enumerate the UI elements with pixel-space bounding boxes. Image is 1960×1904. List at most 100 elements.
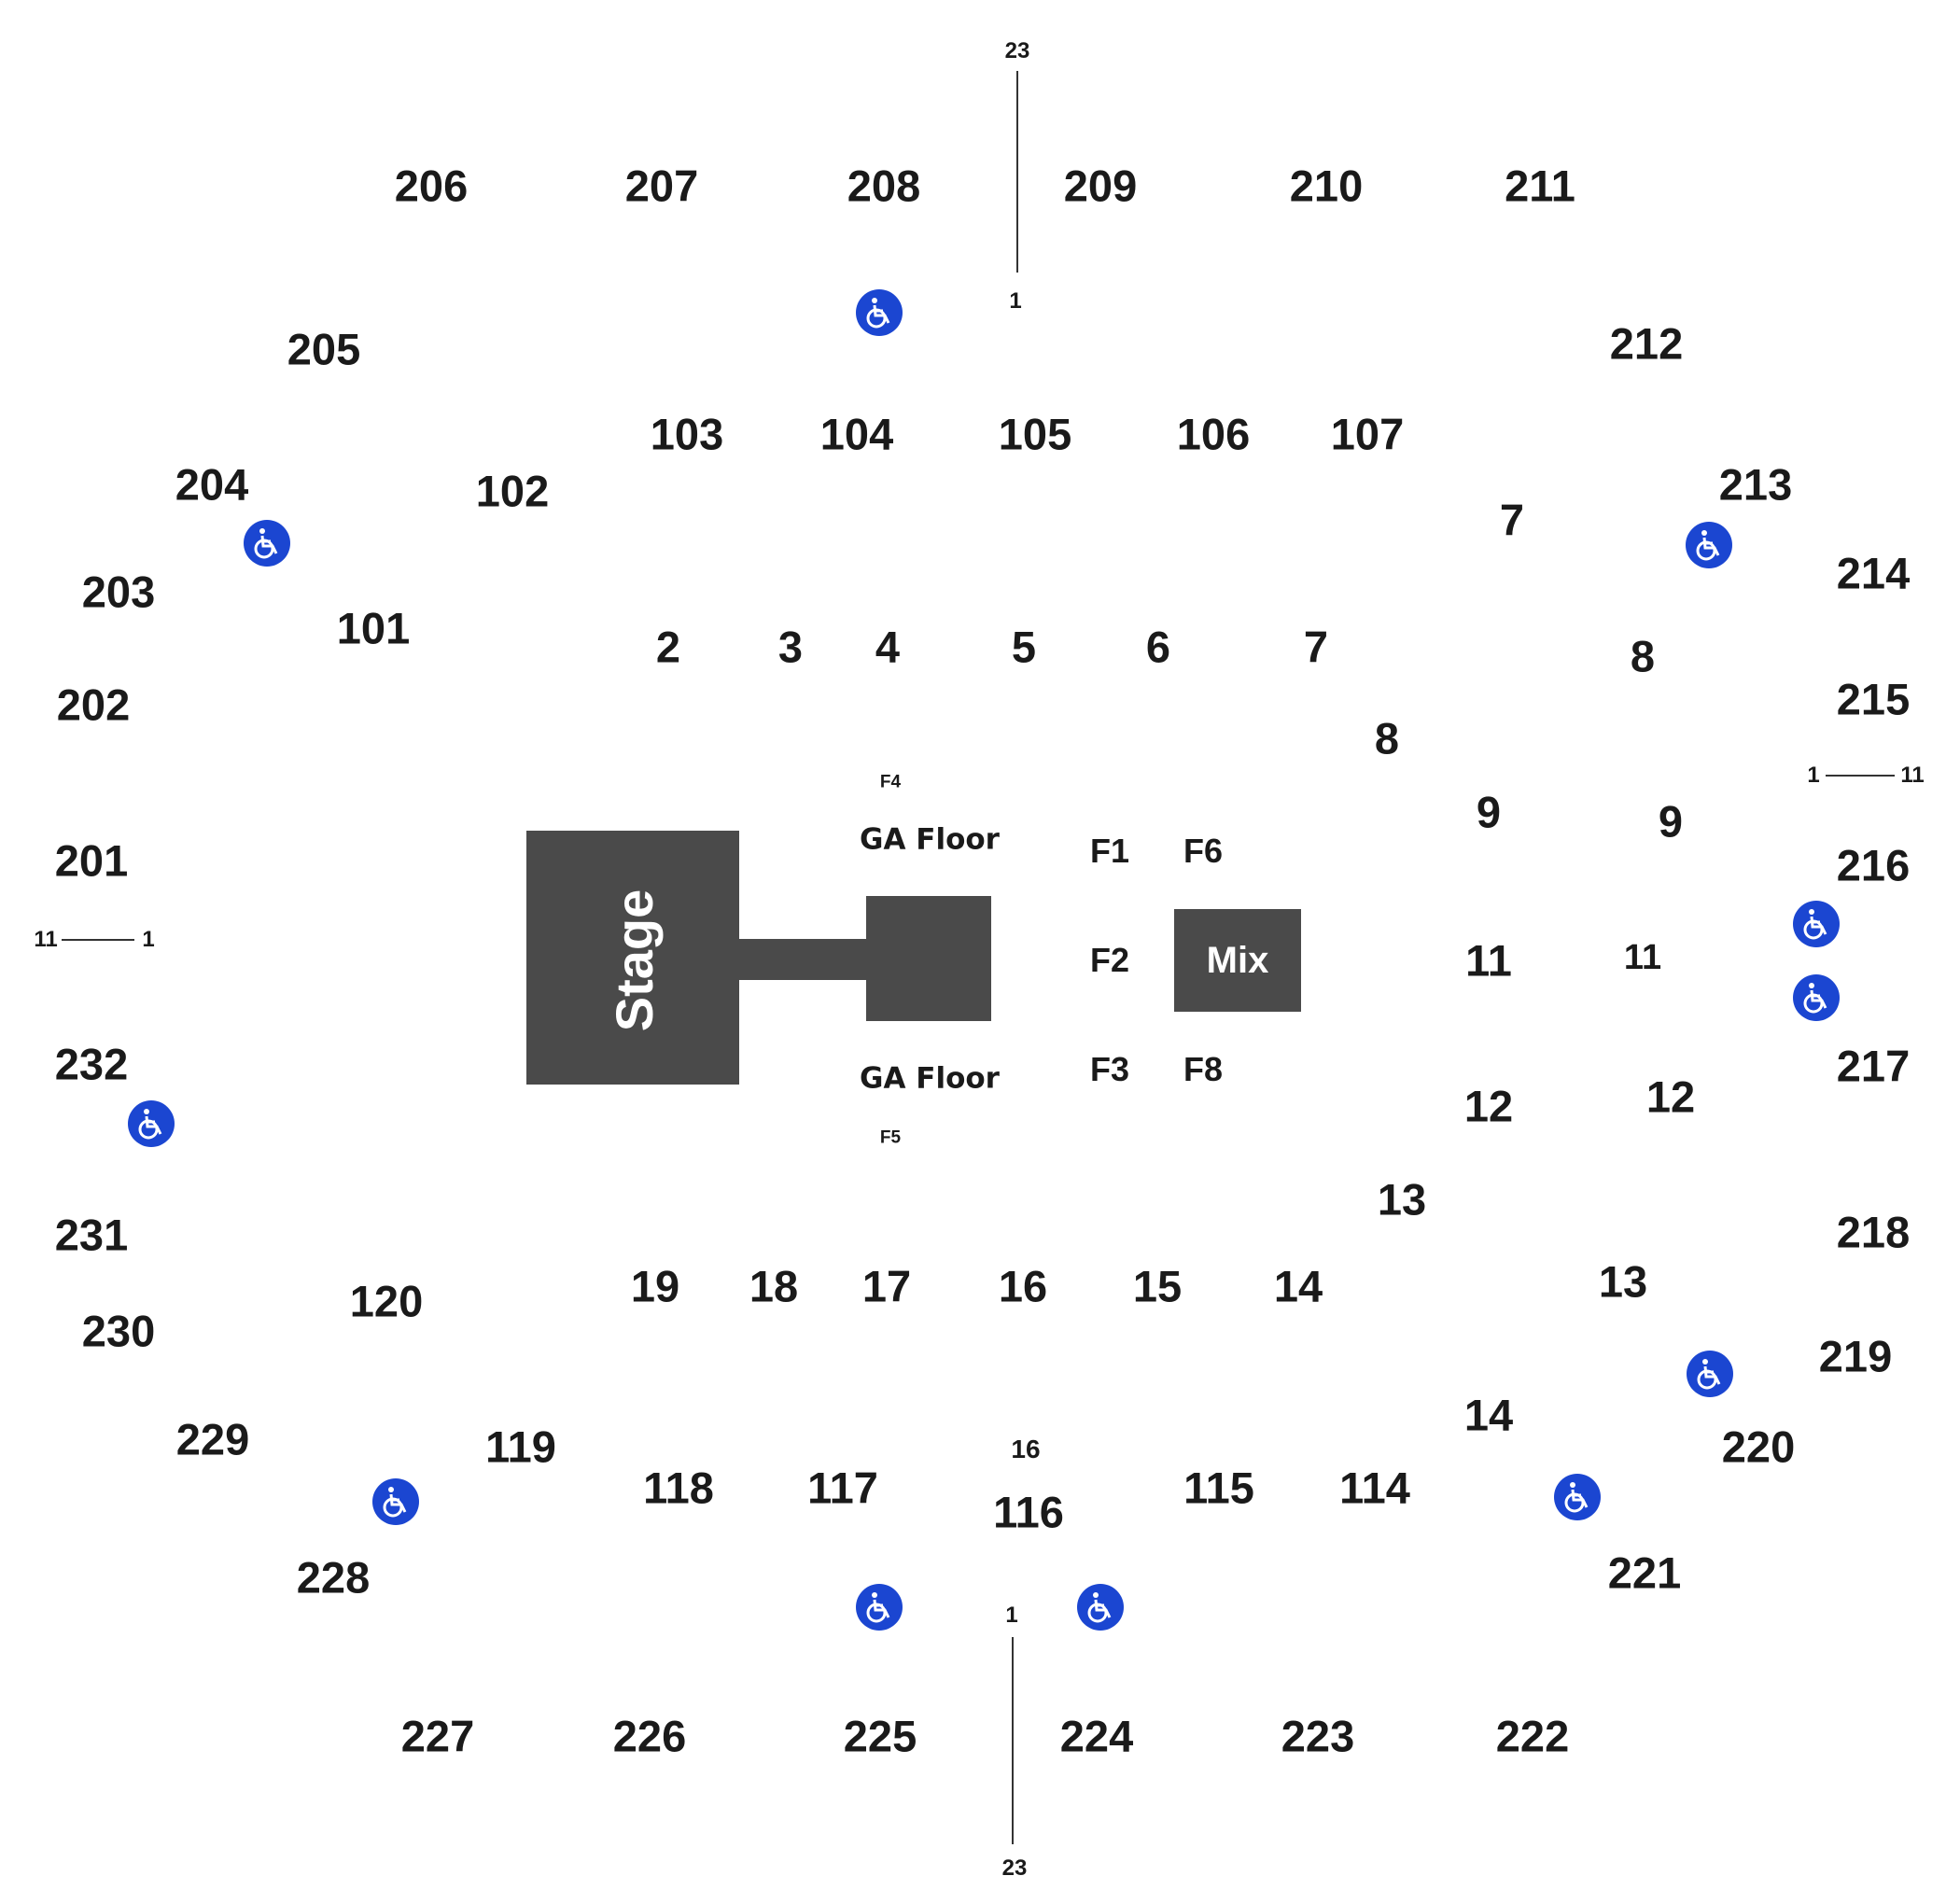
wheelchair-icon[interactable] — [372, 1478, 419, 1525]
row-marker-right-11: 11 — [1900, 763, 1925, 788]
outer-row-7[interactable]: 7 — [1499, 495, 1525, 545]
outer-row-14[interactable]: 14 — [1463, 1390, 1514, 1440]
floor-row-19[interactable]: 19 — [630, 1261, 680, 1311]
ga-floor-top-label[interactable]: GA Floor — [860, 822, 1000, 857]
section-f5[interactable]: F5 — [879, 1127, 902, 1148]
mix-position — [1174, 909, 1301, 1012]
section-212[interactable]: 212 — [1609, 318, 1684, 369]
section-106[interactable]: 106 — [1176, 409, 1251, 459]
wheelchair-icon[interactable] — [856, 1584, 903, 1631]
section-225[interactable]: 225 — [843, 1711, 917, 1761]
section-208[interactable]: 208 — [847, 161, 921, 211]
section-115[interactable]: 115 — [1183, 1463, 1254, 1513]
section-230[interactable]: 230 — [81, 1306, 156, 1356]
section-226[interactable]: 226 — [612, 1711, 687, 1761]
section-f8[interactable]: F8 — [1183, 1050, 1224, 1088]
ga-floor-bottom-label[interactable]: GA Floor — [860, 1061, 1000, 1096]
wheelchair-icon[interactable] — [1793, 901, 1840, 947]
outer-row-8[interactable]: 8 — [1630, 631, 1656, 681]
outer-row-11-small[interactable]: 11 — [1623, 938, 1662, 977]
section-217[interactable]: 217 — [1836, 1041, 1911, 1091]
section-222[interactable]: 222 — [1495, 1711, 1570, 1761]
outer-row-9[interactable]: 9 — [1658, 796, 1684, 847]
section-231[interactable]: 231 — [54, 1210, 129, 1260]
row-marker-left-1: 1 — [142, 927, 155, 952]
outer-row-13[interactable]: 13 — [1598, 1256, 1648, 1307]
section-215[interactable]: 215 — [1836, 674, 1911, 724]
wheelchair-icon[interactable] — [128, 1100, 175, 1147]
floor-row-4[interactable]: 4 — [875, 622, 901, 672]
section-216[interactable]: 216 — [1836, 840, 1911, 890]
wheelchair-icon[interactable] — [1687, 1351, 1733, 1397]
wheelchair-icon[interactable] — [1077, 1584, 1124, 1631]
floor-row-6[interactable]: 6 — [1145, 622, 1171, 672]
section-205[interactable]: 205 — [287, 324, 361, 374]
section-118[interactable]: 118 — [643, 1463, 714, 1513]
section-203[interactable]: 203 — [81, 567, 156, 617]
section-227[interactable]: 227 — [400, 1711, 475, 1761]
section-211[interactable]: 211 — [1505, 161, 1575, 211]
section-202[interactable]: 202 — [56, 679, 131, 730]
section-103[interactable]: 103 — [650, 409, 724, 459]
section-221[interactable]: 221 — [1607, 1547, 1682, 1598]
wheelchair-icon[interactable] — [1686, 522, 1732, 568]
section-219[interactable]: 219 — [1818, 1331, 1893, 1381]
section-209[interactable]: 209 — [1063, 161, 1138, 211]
section-223[interactable]: 223 — [1281, 1711, 1355, 1761]
section-107[interactable]: 107 — [1330, 409, 1405, 459]
section-104[interactable]: 104 — [819, 409, 894, 459]
section-117[interactable]: 117 — [807, 1463, 878, 1513]
inner-row-8[interactable]: 8 — [1374, 713, 1400, 763]
section-116[interactable]: 116 — [993, 1487, 1064, 1537]
section-207[interactable]: 207 — [624, 161, 699, 211]
floor-row-17[interactable]: 17 — [861, 1261, 912, 1311]
floor-row-7[interactable]: 7 — [1303, 622, 1329, 672]
floor-row-5[interactable]: 5 — [1011, 622, 1037, 672]
section-f4[interactable]: F4 — [879, 772, 902, 792]
section-201[interactable]: 201 — [54, 835, 129, 886]
outer-row-12[interactable]: 12 — [1645, 1071, 1696, 1122]
section-224[interactable]: 224 — [1059, 1711, 1134, 1761]
row-marker-116-16: 16 — [1011, 1435, 1041, 1463]
section-229[interactable]: 229 — [175, 1414, 250, 1464]
floor-row-14[interactable]: 14 — [1273, 1261, 1323, 1311]
section-f1[interactable]: F1 — [1089, 832, 1130, 870]
section-232[interactable]: 232 — [54, 1039, 129, 1089]
floor-row-3[interactable]: 3 — [777, 622, 804, 672]
floor-row-18[interactable]: 18 — [749, 1261, 799, 1311]
inner-row-12[interactable]: 12 — [1463, 1081, 1514, 1131]
b-stage[interactable] — [866, 896, 991, 1021]
section-119[interactable]: 119 — [485, 1421, 556, 1472]
section-120[interactable]: 120 — [349, 1276, 424, 1326]
section-101[interactable]: 101 — [336, 603, 411, 653]
wheelchair-icon[interactable] — [1554, 1474, 1601, 1520]
section-220[interactable]: 220 — [1721, 1421, 1796, 1472]
wheelchair-icon[interactable] — [244, 520, 290, 567]
inner-row-11[interactable]: 11 — [1465, 935, 1512, 986]
section-f6[interactable]: F6 — [1183, 832, 1224, 870]
section-210[interactable]: 210 — [1289, 161, 1364, 211]
floor-row-2[interactable]: 2 — [655, 622, 681, 672]
stage[interactable] — [526, 831, 739, 1085]
section-218[interactable]: 218 — [1836, 1207, 1911, 1257]
section-f3[interactable]: F3 — [1089, 1050, 1130, 1088]
floor-row-15[interactable]: 15 — [1132, 1261, 1183, 1311]
section-206[interactable]: 206 — [394, 161, 469, 211]
section-213[interactable]: 213 — [1718, 459, 1793, 510]
floor-row-16[interactable]: 16 — [998, 1261, 1048, 1311]
section-204[interactable]: 204 — [175, 459, 249, 510]
aisle-line-top — [1016, 71, 1018, 273]
section-102[interactable]: 102 — [475, 466, 550, 516]
inner-row-9[interactable]: 9 — [1476, 787, 1502, 837]
section-228[interactable]: 228 — [296, 1552, 371, 1603]
row-marker-right-1: 1 — [1807, 763, 1820, 788]
section-f2[interactable]: F2 — [1089, 941, 1130, 979]
wheelchair-icon[interactable] — [1793, 974, 1840, 1021]
section-105[interactable]: 105 — [998, 409, 1072, 459]
row-marker-bottom-1: 1 — [1005, 1603, 1018, 1628]
section-114[interactable]: 114 — [1339, 1463, 1410, 1513]
wheelchair-icon[interactable] — [856, 289, 903, 336]
inner-row-13[interactable]: 13 — [1377, 1174, 1427, 1225]
section-214[interactable]: 214 — [1836, 548, 1911, 598]
